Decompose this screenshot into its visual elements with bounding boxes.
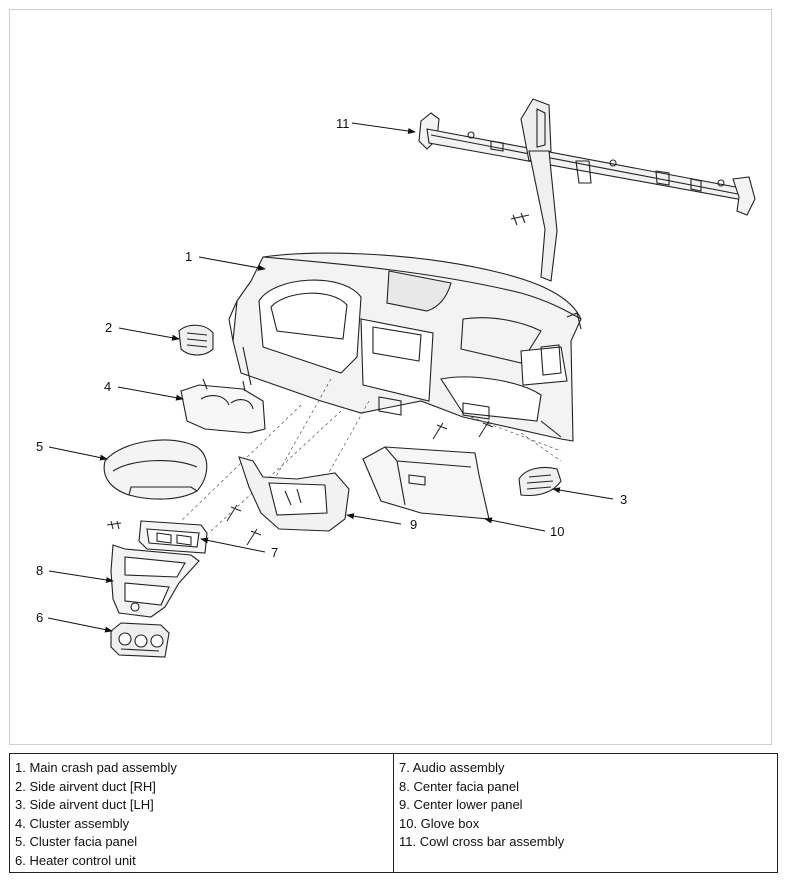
center-lower-panel-part <box>238 456 350 532</box>
callout-2: 2 <box>105 320 112 335</box>
alignment-lines <box>180 378 562 532</box>
callout-5: 5 <box>36 439 43 454</box>
exploded-view-drawing: 11 1 2 4 5 3 9 10 7 8 6 <box>36 98 756 658</box>
cowl-cross-bar-part <box>418 98 756 282</box>
legend-item: 2. Side airvent duct [RH] <box>15 778 156 794</box>
side-airvent-lh-part <box>518 466 562 497</box>
callout-9: 9 <box>410 517 417 532</box>
main-crash-pad-part <box>228 252 582 442</box>
callout-8: 8 <box>36 563 43 578</box>
audio-assembly-part <box>138 520 208 554</box>
callout-3: 3 <box>620 492 627 507</box>
legend-item: 3. Side airvent duct [LH] <box>15 797 154 813</box>
legend-item: 8. Center facia panel <box>399 778 519 794</box>
legend-item: 10. Glove box <box>399 815 480 831</box>
legend-column-left: 1. Main crash pad assembly 2. Side airve… <box>10 754 394 872</box>
legend-item: 5. Cluster facia panel <box>15 834 138 850</box>
legend-item: 6. Heater control unit <box>15 852 136 868</box>
legend-column-right: 7. Audio assembly 8. Center facia panel … <box>394 754 777 872</box>
legend-item: 11. Cowl cross bar assembly <box>399 834 565 850</box>
heater-control-unit-part <box>110 622 170 658</box>
glove-box-part <box>362 446 490 520</box>
fastener-screws <box>106 420 494 546</box>
callout-6: 6 <box>36 610 43 625</box>
legend-item: 7. Audio assembly <box>399 760 505 775</box>
exploded-view-figure: 11 1 2 4 5 3 9 10 7 8 6 <box>9 9 772 745</box>
leader-lines <box>47 122 614 633</box>
legend-item: 4. Cluster assembly <box>15 815 130 831</box>
callout-4: 4 <box>104 379 111 394</box>
cluster-assembly-part <box>180 378 266 434</box>
callout-10: 10 <box>550 524 564 539</box>
parts-legend-table: 1. Main crash pad assembly 2. Side airve… <box>9 753 778 873</box>
side-airvent-rh-part <box>178 324 214 356</box>
center-facia-panel-part <box>110 544 200 618</box>
legend-item: 9. Center lower panel <box>399 797 523 813</box>
callout-7: 7 <box>271 545 278 560</box>
callout-11: 11 <box>336 116 350 131</box>
callout-1: 1 <box>185 249 192 264</box>
legend-item: 1. Main crash pad assembly <box>15 760 177 775</box>
cluster-facia-panel-part <box>103 439 208 500</box>
